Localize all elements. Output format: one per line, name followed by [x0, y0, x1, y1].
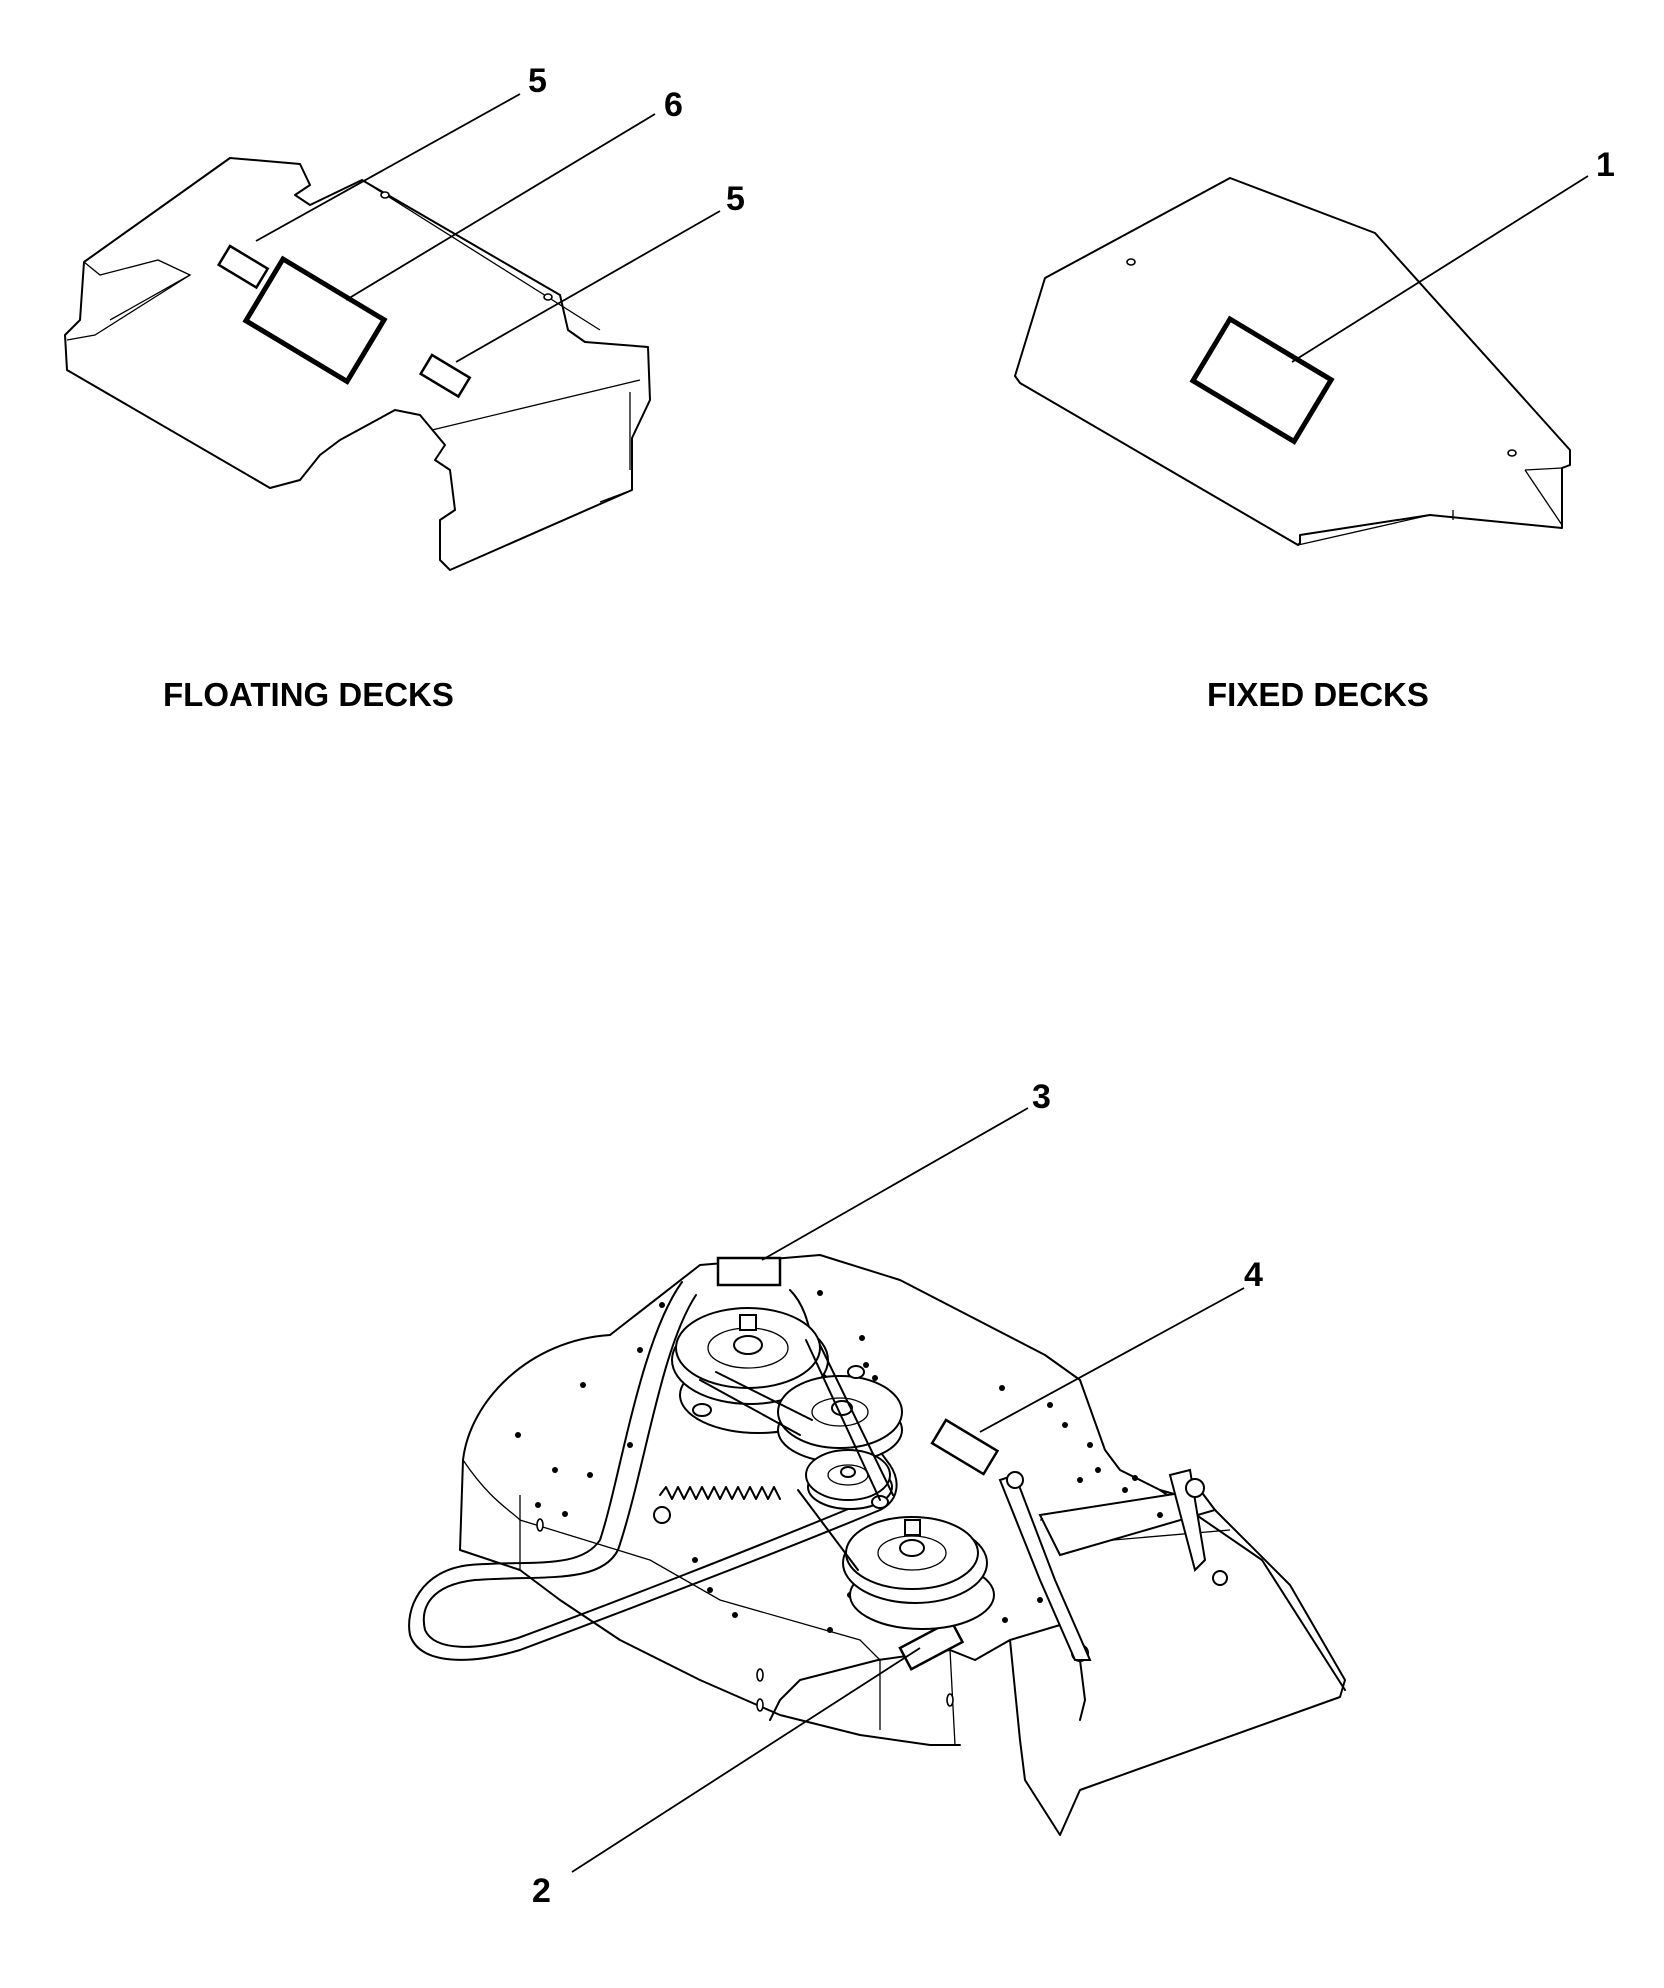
floating-decks-caption: FLOATING DECKS: [163, 676, 454, 713]
fixed-decal: [1189, 315, 1335, 445]
callout-2: 2: [532, 1872, 551, 1910]
fixed-deck-cover: [1014, 177, 1571, 546]
fixed-callouts: 1: [1291, 146, 1615, 363]
fixed-decks-caption: FIXED DECKS: [1207, 676, 1429, 713]
floating-decal-right: [418, 353, 472, 399]
callout-4: 4: [1244, 1256, 1263, 1294]
callout-5-right: 5: [726, 180, 745, 218]
deck-mounting-holes: [515, 1290, 1163, 1712]
left-spindle-pulley: [671, 1307, 837, 1434]
callout-5-left: 5: [528, 62, 547, 100]
deck-callouts: 3 4 2: [532, 1078, 1263, 1910]
floating-decal-left: [216, 244, 270, 290]
callout-6: 6: [664, 86, 683, 124]
tension-spring: [659, 1486, 781, 1500]
mower-deck-assembly: [408, 1254, 1346, 1836]
idler-pulley-small: [805, 1449, 893, 1510]
drive-belt: [408, 1281, 898, 1661]
deck-decal-side: [930, 1418, 1000, 1476]
callout-3: 3: [1032, 1078, 1051, 1116]
deck-decal-front: [898, 1619, 965, 1671]
right-spindle-pulley: [842, 1495, 995, 1630]
callout-1: 1: [1596, 146, 1615, 184]
floating-decal-center: [242, 255, 388, 385]
floating-deck-cover: [64, 157, 651, 571]
deck-decal-rear: [716, 1256, 782, 1287]
floating-callouts: 5 6 5: [255, 62, 745, 363]
